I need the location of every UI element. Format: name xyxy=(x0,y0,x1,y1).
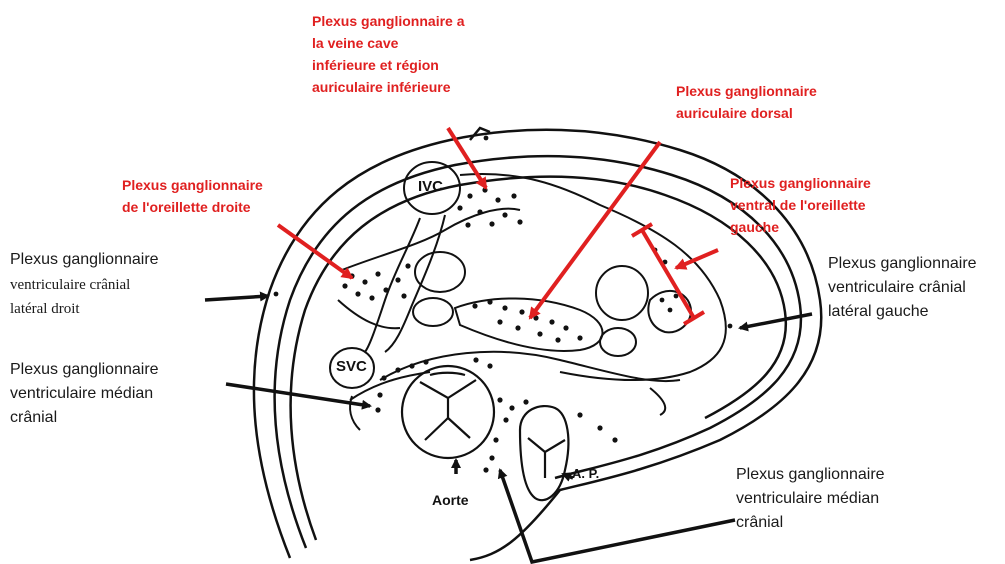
label-median-right: Plexus ganglionnaire ventriculaire média… xyxy=(736,463,885,535)
label-ivc-plexus: Plexus ganglionnaire a la veine cave inf… xyxy=(312,10,465,98)
atrial-structures xyxy=(330,162,726,430)
label-right-atrium-plexus: Plexus ganglionnaire de l'oreillette dro… xyxy=(122,174,263,218)
label-aorta: Aorte xyxy=(432,492,469,508)
red-pointer-arrows xyxy=(278,128,718,324)
label-left-atrium-ventral-plexus: Plexus ganglionnaire ventral de l'oreill… xyxy=(730,172,871,238)
label-right-lateral-sub: ventriculaire crânial latéral droit xyxy=(10,273,130,321)
label-left-lateral: Plexus ganglionnaire ventriculaire crâni… xyxy=(828,252,977,324)
arrow-right-lateral xyxy=(205,296,268,300)
label-ivc: IVC xyxy=(418,178,443,195)
arrow-right-atrium-plexus xyxy=(278,225,352,278)
arrow-median-right xyxy=(500,470,735,562)
label-dorsal-atrial-plexus: Plexus ganglionnaire auriculaire dorsal xyxy=(676,80,817,124)
bracket-left-atrium xyxy=(642,230,694,318)
pulmonary-valve xyxy=(520,406,568,500)
aortic-valve xyxy=(402,366,494,458)
label-svc: SVC xyxy=(336,358,367,375)
label-right-lateral-title: Plexus ganglionnaire xyxy=(10,248,159,272)
label-pulmonary-artery: A. P. xyxy=(572,466,599,481)
label-median-left: Plexus ganglionnaire ventriculaire média… xyxy=(10,358,159,430)
